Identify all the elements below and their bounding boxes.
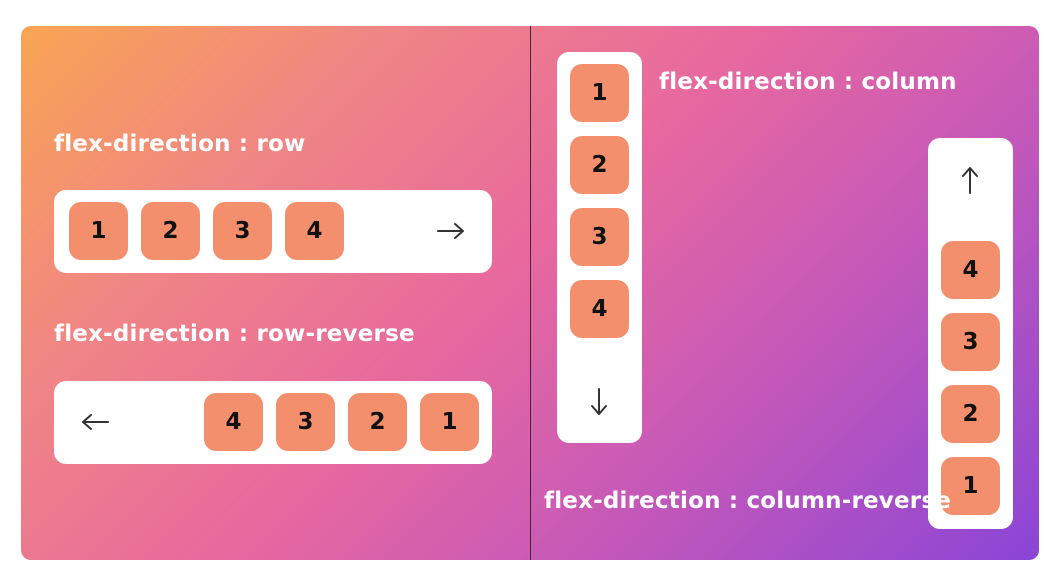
- column-reverse-panel: 4 3 2 1: [928, 138, 1013, 529]
- column-reverse-label: flex-direction : column-reverse: [544, 488, 952, 514]
- column-item-1: 1: [570, 64, 629, 122]
- column-item-2: 2: [570, 136, 629, 194]
- column-reverse-item-4: 4: [941, 241, 1000, 299]
- row-reverse-item-2: 2: [348, 393, 407, 451]
- row-item-4: 4: [285, 202, 344, 260]
- arrow-left-icon: [75, 402, 115, 442]
- arrow-down-icon: [579, 382, 619, 422]
- row-reverse-item-4: 4: [204, 393, 263, 451]
- arrow-right-icon: [431, 211, 471, 251]
- section-divider: [530, 26, 531, 560]
- row-reverse-item-3: 3: [276, 393, 335, 451]
- row-label: flex-direction : row: [54, 131, 306, 157]
- column-item-3: 3: [570, 208, 629, 266]
- column-reverse-item-3: 3: [941, 313, 1000, 371]
- row-reverse-label: flex-direction : row-reverse: [54, 321, 415, 347]
- column-reverse-item-1: 1: [941, 457, 1000, 515]
- column-label: flex-direction : column: [659, 69, 957, 95]
- diagram-canvas: flex-direction : row 1 2 3 4 flex-direct…: [21, 26, 1039, 560]
- row-panel: 1 2 3 4: [54, 190, 492, 273]
- row-reverse-panel: 4 3 2 1: [54, 381, 492, 464]
- row-item-1: 1: [69, 202, 128, 260]
- row-item-3: 3: [213, 202, 272, 260]
- arrow-up-icon: [950, 160, 990, 200]
- column-panel: 1 2 3 4: [557, 52, 642, 443]
- row-reverse-item-1: 1: [420, 393, 479, 451]
- row-item-2: 2: [141, 202, 200, 260]
- column-reverse-item-2: 2: [941, 385, 1000, 443]
- column-item-4: 4: [570, 280, 629, 338]
